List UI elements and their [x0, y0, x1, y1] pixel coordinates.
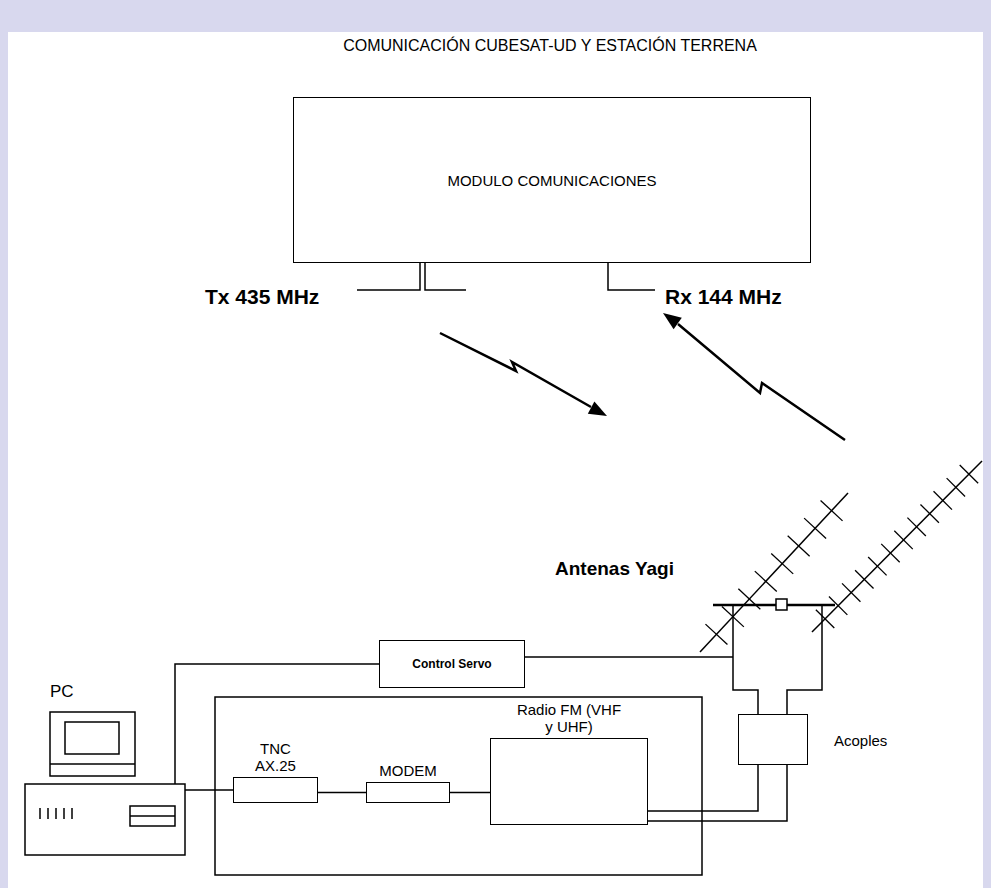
box-outline	[233, 777, 318, 803]
yagi-boom	[700, 493, 848, 652]
yagi-element	[771, 553, 793, 573]
antenna-mount	[713, 604, 835, 607]
diagram-title: COMUNICACIÓN CUBESAT-UD Y ESTACIÓN TERRE…	[0, 37, 991, 55]
yagi-element	[960, 465, 978, 483]
radio-box: Radio FM (VHF y UHF)	[490, 738, 648, 825]
yagi-element	[755, 571, 777, 591]
yagi-element	[947, 478, 965, 496]
yagi-element	[868, 557, 886, 575]
annotation-label: Tx 435 MHz	[205, 285, 319, 309]
yagi-boom	[812, 461, 982, 632]
node-label: PC	[50, 683, 74, 700]
arrow-head	[588, 401, 607, 416]
signal-line	[648, 765, 787, 821]
yagi-element	[894, 531, 912, 549]
signal-line	[318, 792, 366, 794]
box-outline	[738, 714, 808, 765]
yagi-element	[855, 570, 873, 588]
annotation-label: Rx 144 MHz	[665, 285, 782, 309]
modem-box: MODEM	[366, 782, 450, 803]
node-label: Control Servo	[412, 657, 491, 671]
pc-drawing	[25, 712, 185, 855]
signal-line	[175, 664, 379, 784]
node-label: MODEM	[366, 762, 450, 779]
signal-line	[450, 792, 490, 794]
servo-wire	[525, 656, 733, 658]
yagi-element	[816, 610, 834, 628]
node-label: Acoples	[834, 731, 887, 748]
module-box: MODULO COMUNICACIONES	[293, 97, 811, 263]
annotation-label: Antenas Yagi	[555, 558, 674, 580]
yagi-element	[829, 597, 847, 615]
yagi-element	[738, 589, 760, 609]
antenna-feed	[733, 605, 822, 714]
yagi-element	[920, 504, 938, 522]
mount-clamp	[776, 599, 787, 610]
node-label: TNC AX.25	[251, 740, 301, 774]
station-enclosure	[215, 697, 702, 875]
box-outline: Control Servo	[379, 640, 525, 688]
yagi-element	[821, 500, 843, 520]
yagi-element	[881, 544, 899, 562]
box-outline	[366, 782, 450, 803]
arrow-head	[663, 313, 682, 329]
tx-antenna	[357, 263, 466, 290]
yagi-element	[705, 624, 727, 644]
coupler-box: Acoples	[738, 714, 808, 765]
tnc-box: TNC AX.25	[233, 777, 318, 803]
servo-box: Control Servo	[379, 640, 525, 688]
node-label: Radio FM (VHF y UHF)	[514, 701, 624, 735]
rx-antenna	[608, 263, 655, 290]
computer: PC	[25, 712, 185, 855]
box-outline: MODULO COMUNICACIONES	[293, 97, 811, 263]
yagi-element	[722, 606, 744, 626]
node-label: MODULO COMUNICACIONES	[447, 172, 656, 189]
yagi-element	[907, 518, 925, 536]
yagi-element	[842, 583, 860, 601]
box-outline	[490, 738, 648, 825]
yagi-element	[788, 536, 810, 556]
yagi-element	[934, 491, 952, 509]
yagi-element	[804, 518, 826, 538]
page-ground	[8, 32, 983, 888]
uplink-arrow	[678, 324, 845, 440]
downlink-arrow	[440, 333, 591, 407]
signal-line	[185, 789, 233, 791]
